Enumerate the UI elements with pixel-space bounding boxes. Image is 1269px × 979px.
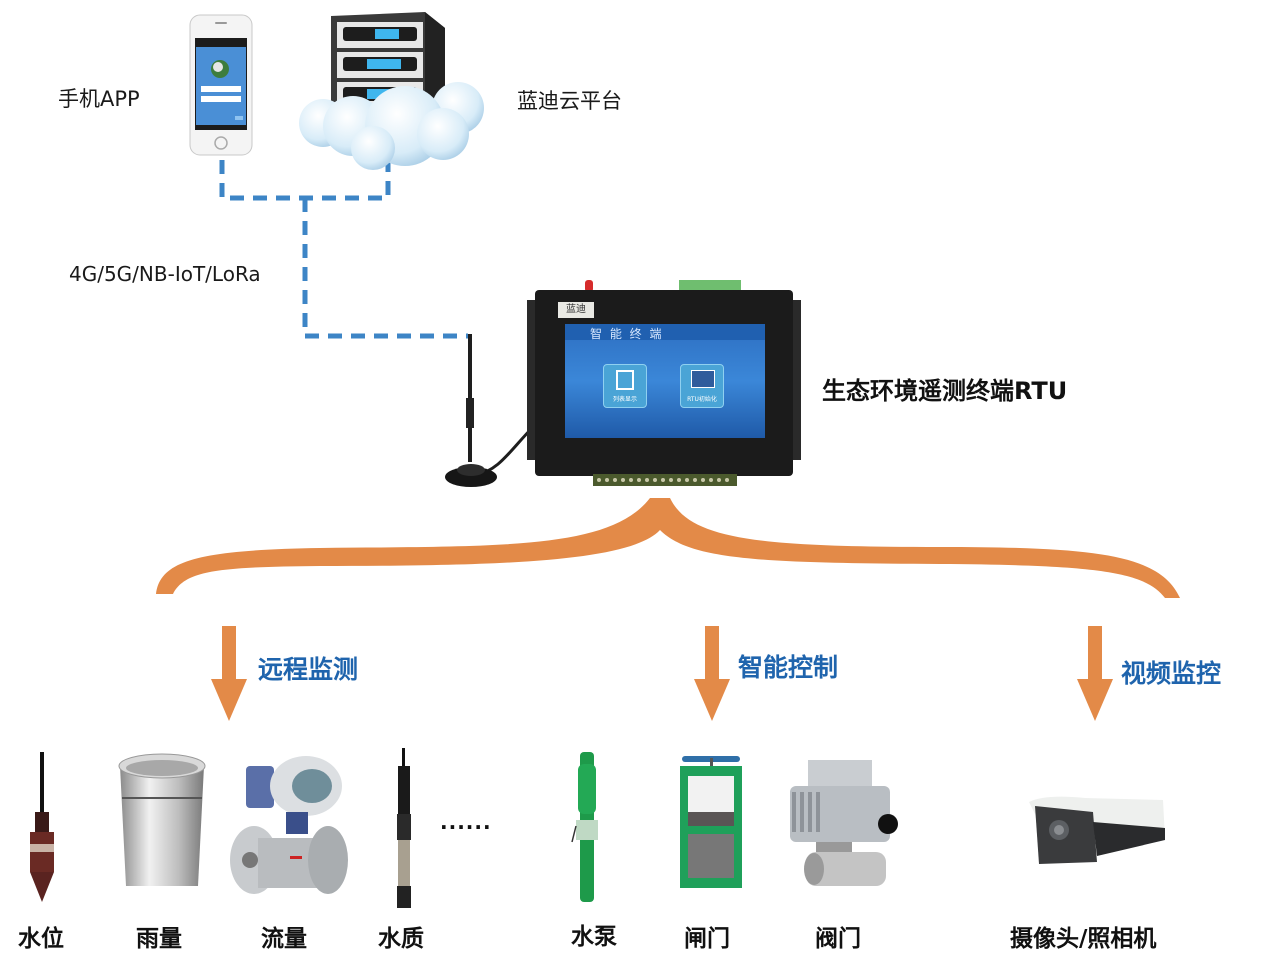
list-icon: [616, 370, 634, 390]
uplink-trunk: [302, 198, 468, 339]
settings-monitor-icon: [691, 370, 715, 388]
arrow-video-shaft: [1088, 626, 1102, 681]
arrow-video-head: [1077, 679, 1113, 721]
device-label-water-quality: 水质: [378, 926, 424, 952]
rtu-screen-title: 智 能 终 端: [590, 327, 664, 341]
category-remote-monitoring: 远程监测: [258, 655, 359, 684]
arrow-control-head: [694, 679, 730, 721]
rain-gauge-icon: [116, 752, 208, 892]
device-label-sluice-gate: 闸门: [684, 926, 730, 952]
device-label-flow: 流量: [261, 926, 307, 952]
device-label-rainfall: 雨量: [136, 926, 182, 952]
brace-shape: [156, 498, 1180, 598]
water-level-sensor-icon: [22, 752, 62, 907]
cloud-server-icon: [293, 8, 488, 173]
category-smart-control: 智能控制: [738, 653, 839, 682]
camera-icon: [1025, 792, 1170, 872]
device-label-valve: 阀门: [815, 926, 861, 952]
phone-icon: [189, 14, 253, 156]
rtu-label: 生态环境遥测终端RTU: [822, 377, 1068, 405]
more-devices-ellipsis: ......: [440, 810, 492, 834]
water-pump-icon: [571, 750, 602, 905]
device-label-water-level: 水位: [18, 926, 64, 952]
rtu-list-display-label: 列表显示: [612, 396, 637, 403]
phone-app-label: 手机APP: [58, 87, 140, 111]
flowmeter-icon: [228, 752, 348, 902]
rtu-init-label: RTU初始化: [687, 396, 717, 403]
device-label-camera: 摄像头/照相机: [1010, 926, 1157, 952]
cloud-platform-label: 蓝迪云平台: [517, 89, 622, 113]
water-quality-probe-icon: [390, 748, 420, 908]
rtu-device: [527, 276, 801, 490]
rtu-init-button[interactable]: RTU初始化: [680, 364, 724, 408]
antenna-icon: [440, 330, 540, 490]
network-label: 4G/5G/NB-IoT/LoRa: [69, 262, 261, 286]
sluice-gate-icon: [676, 752, 748, 892]
valve-icon: [784, 752, 909, 897]
rtu-brand-badge: 蓝迪: [558, 302, 594, 318]
arrow-control-shaft: [705, 626, 719, 681]
device-label-water-pump: 水泵: [571, 924, 617, 950]
rtu-list-display-button[interactable]: 列表显示: [603, 364, 647, 408]
arrow-remote-shaft: [222, 626, 236, 681]
category-video-monitoring: 视频监控: [1121, 659, 1222, 688]
arrow-remote-head: [211, 679, 247, 721]
